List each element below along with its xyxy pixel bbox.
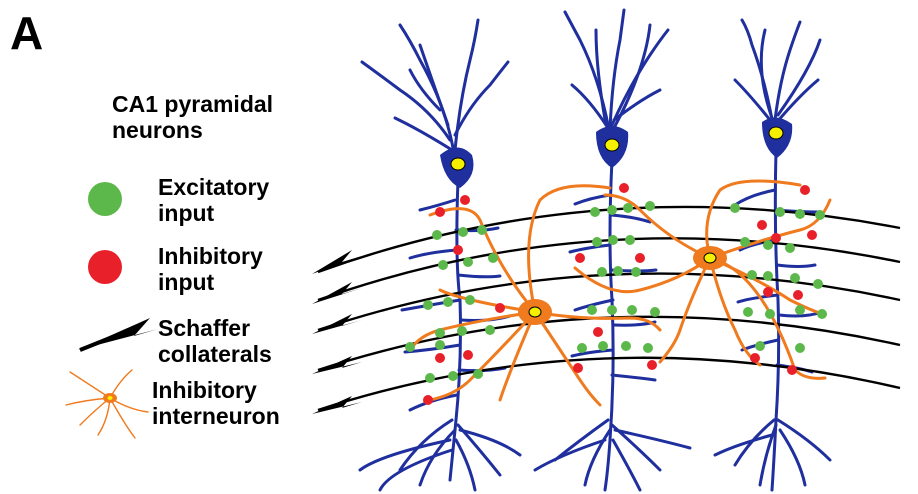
interneuron-nucleus-1 (529, 307, 541, 317)
legend-inhibitory-line2: input (158, 270, 263, 296)
legend-schaffer-label: Schaffer collaterals (158, 316, 272, 368)
legend-excitatory-dot (88, 182, 122, 216)
legend-title: CA1 pyramidal neurons (112, 92, 342, 144)
nucleus-2 (605, 139, 619, 151)
legend-interneuron-icon (66, 370, 148, 438)
legend-interneuron-label: Inhibitory interneuron (152, 378, 280, 430)
pyramidal-somata (440, 117, 792, 188)
interneuron-nucleus-2 (704, 253, 716, 263)
panel-label: A (10, 8, 43, 60)
legend-interneuron-line1: Inhibitory (152, 378, 280, 404)
schaffer-fiber-4 (318, 317, 900, 370)
legend-schaffer-line2: collaterals (158, 342, 272, 368)
schaffer-fiber-5 (318, 358, 900, 410)
legend-inhibitory-dot (88, 250, 122, 284)
legend-schaffer-line1: Schaffer (158, 316, 272, 342)
pyramidal-neurons (360, 10, 830, 490)
nucleus-3 (769, 127, 783, 139)
legend-interneuron-nucleus (108, 396, 113, 400)
legend-excitatory-label: Excitatory input (158, 175, 269, 227)
arrowhead-2 (312, 282, 362, 304)
pyramidal-neuron-2 (535, 10, 690, 490)
pyramidal-neuron-3 (715, 20, 830, 490)
legend-interneuron-line2: interneuron (152, 404, 280, 430)
legend-excitatory-line1: Excitatory (158, 175, 269, 201)
schaffer-arrowheads (312, 250, 362, 414)
legend-title-line1: CA1 pyramidal (112, 92, 342, 118)
legend-excitatory-line2: input (158, 201, 269, 227)
arrowhead-3 (312, 314, 362, 334)
legend-schaffer-arrow-shaft (80, 326, 140, 350)
nucleus-1 (451, 158, 465, 170)
legend-inhibitory-line1: Inhibitory (158, 244, 263, 270)
arrowhead-1 (312, 250, 362, 274)
legend-title-line2: neurons (112, 118, 342, 144)
legend-inhibitory-label: Inhibitory input (158, 244, 263, 296)
